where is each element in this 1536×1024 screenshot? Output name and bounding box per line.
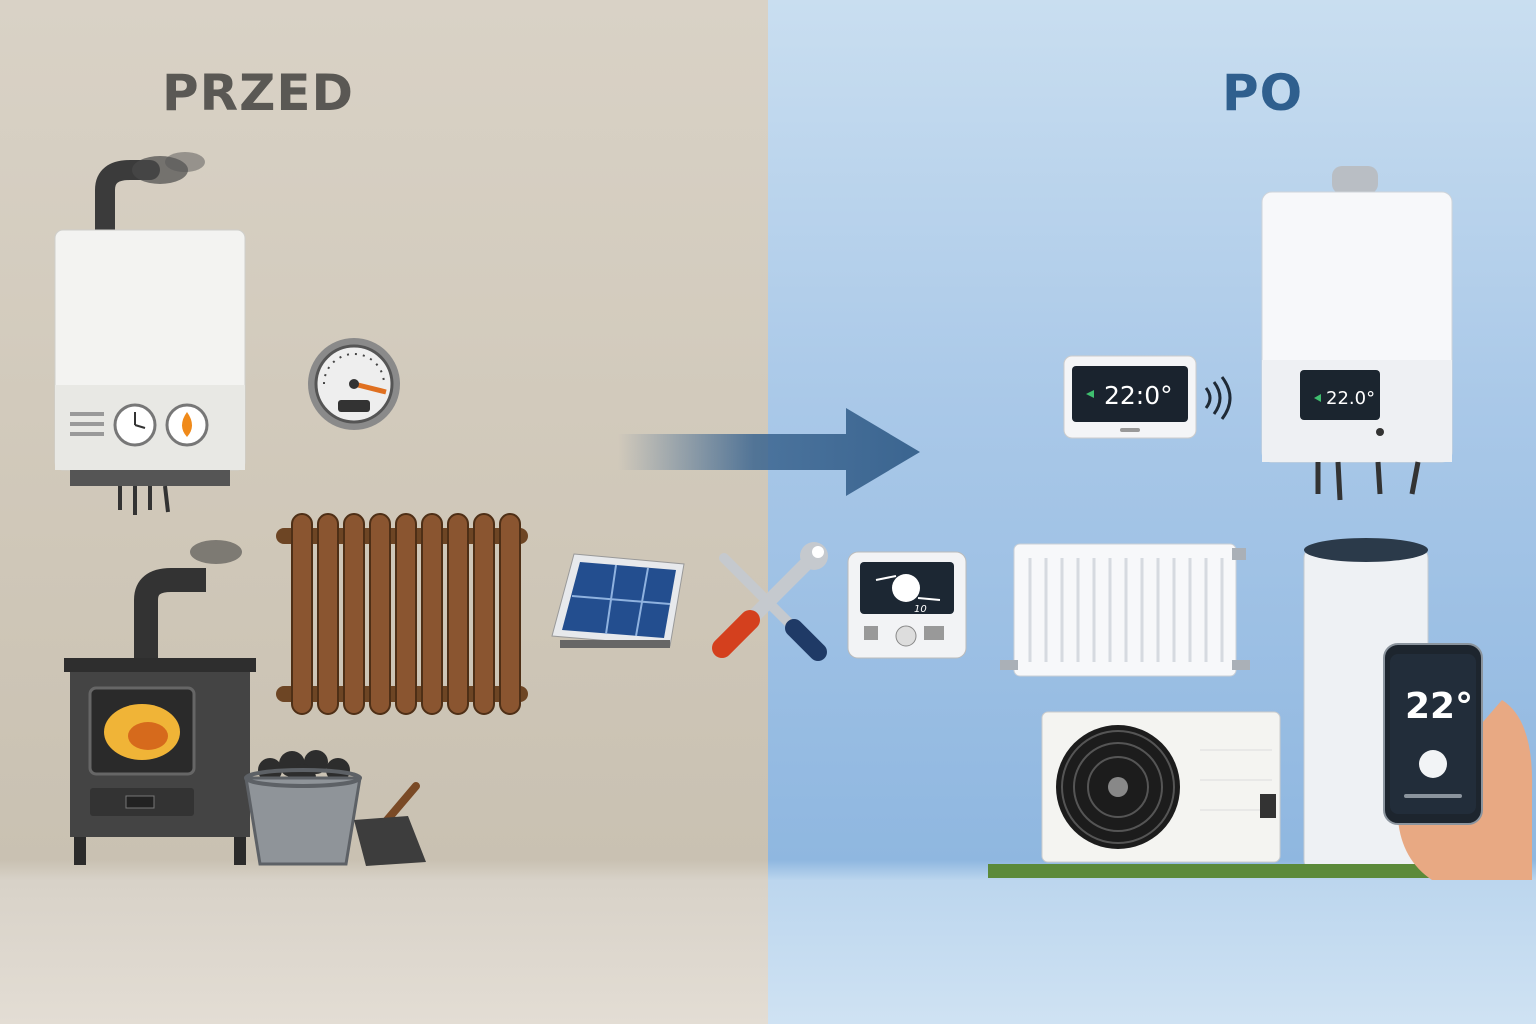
coal-shovel-icon [354,782,426,866]
smartphone-app-icon: 22° [1383,643,1533,880]
boiler-display-temp: 22.0° [1326,388,1375,409]
old-gas-boiler-icon [54,152,246,515]
transition-arrow-icon [618,408,920,496]
heat-pump-icon [1041,711,1281,863]
modern-boiler-icon: 22.0° [1261,166,1453,501]
coal-stove-icon [64,540,256,865]
after-heading: PO [1222,64,1304,122]
cast-iron-radiator-icon [276,513,528,715]
grass-ground [988,864,1464,878]
pressure-gauge-icon [308,338,400,430]
coal-bucket-icon [244,750,362,866]
thermostat-temp: 22:0° [1104,381,1173,410]
before-heading: PRZED [162,64,355,122]
smart-thermostat-icon: 22:0° [1063,355,1197,439]
phone-temp: 22° [1405,686,1473,727]
tools-icon [712,542,828,661]
room-controller-icon: 10 [847,551,967,659]
solar-panel-icon [551,553,685,648]
wifi-signal-icon [1204,376,1232,420]
room-controller-value: 10 [914,604,927,615]
panel-radiator-icon [1000,543,1250,677]
